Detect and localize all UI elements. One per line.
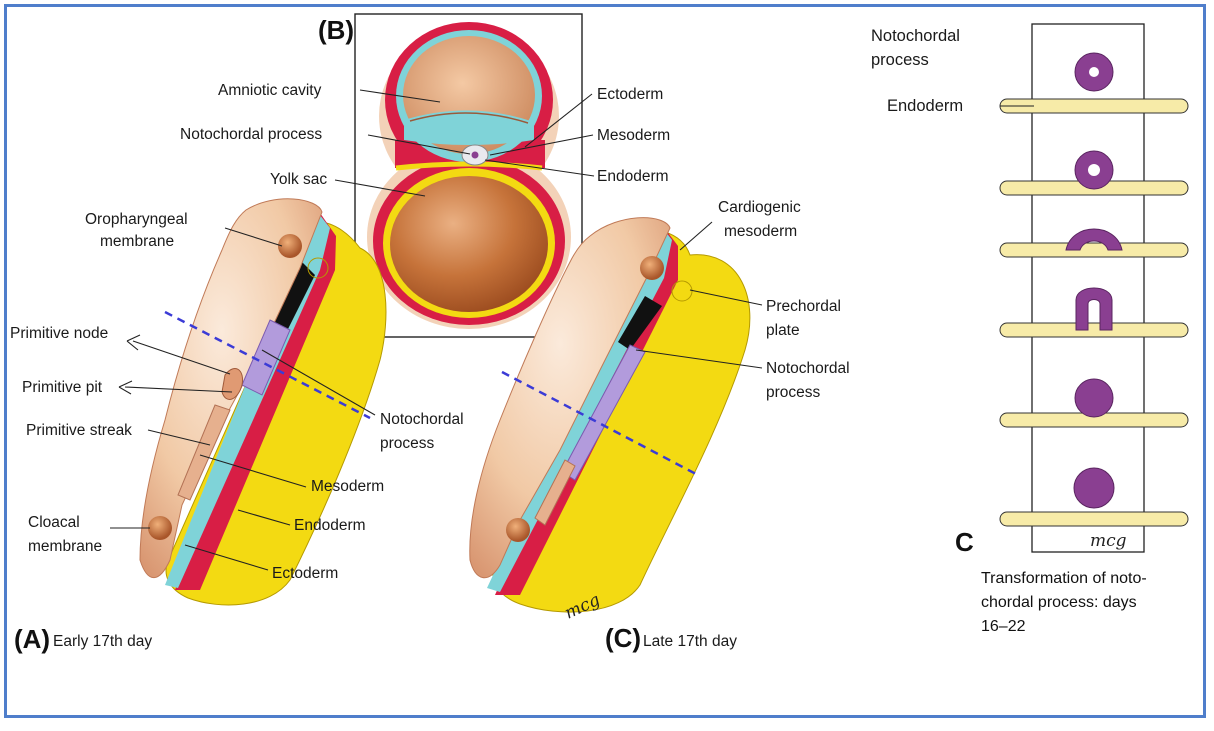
label-primitive-node: Primitive node [10,325,108,342]
label-primitive-streak: Primitive streak [26,422,132,439]
label-c-notochordal-2: process [766,384,821,401]
label-prechordal-1: Prechordal [766,298,841,315]
label-cloacal-2: membrane [28,538,102,555]
label-yolk-sac: Yolk sac [270,171,327,188]
label-a-notochordal-1: Notochordal [380,411,464,428]
label-b-notochordal-process: Notochordal process [180,126,322,143]
label-oropharyngeal-1: Oropharyngeal [85,211,188,228]
label-strip-notochordal-1: Notochordal [871,27,960,45]
cloacal-membrane-c [506,518,530,542]
panel-c-letter: (C) [605,623,641,653]
yolk-sac-cavity [390,176,548,312]
signature-mcg-right: mcg [1090,531,1127,551]
label-b-endoderm: Endoderm [597,168,669,185]
panel-c-strip [1000,24,1188,552]
label-primitive-pit: Primitive pit [22,379,103,396]
label-oropharyngeal-2: membrane [100,233,174,250]
label-a-endoderm: Endoderm [294,517,366,534]
label-strip-endoderm: Endoderm [887,97,963,115]
label-c-notochordal-1: Notochordal [766,360,850,377]
panel-a-letter: (A) [14,624,50,654]
label-cardiogenic-2: mesoderm [724,223,797,240]
label-a-ectoderm: Ectoderm [272,565,338,582]
label-cardiogenic-1: Cardiogenic [718,199,801,216]
label-cloacal-1: Cloacal [28,514,80,531]
strip-panel-letter: C [955,527,974,557]
panel-c-caption: Late 17th day [643,633,737,650]
label-strip-notochordal-2: process [871,51,929,69]
label-a-notochordal-2: process [380,435,435,452]
label-amniotic-cavity: Amniotic cavity [218,82,322,99]
label-b-mesoderm: Mesoderm [597,127,670,144]
strip-caption-line-2: chordal process: days [981,594,1137,611]
label-b-ectoderm: Ectoderm [597,86,663,103]
strip-caption-line-1: Transformation of noto- [981,570,1147,587]
panel-a-caption: Early 17th day [53,633,152,650]
cardiogenic-bulge-c [640,256,664,280]
strip-caption-line-3: 16–22 [981,618,1026,635]
label-a-mesoderm: Mesoderm [311,478,384,495]
label-prechordal-2: plate [766,322,800,339]
notochord-lumen [472,152,479,159]
panel-b-cross-section [355,14,582,337]
cloacal-membrane-a [148,516,172,540]
panel-a-embryo [140,199,386,605]
panel-b-letter: (B) [318,15,354,45]
